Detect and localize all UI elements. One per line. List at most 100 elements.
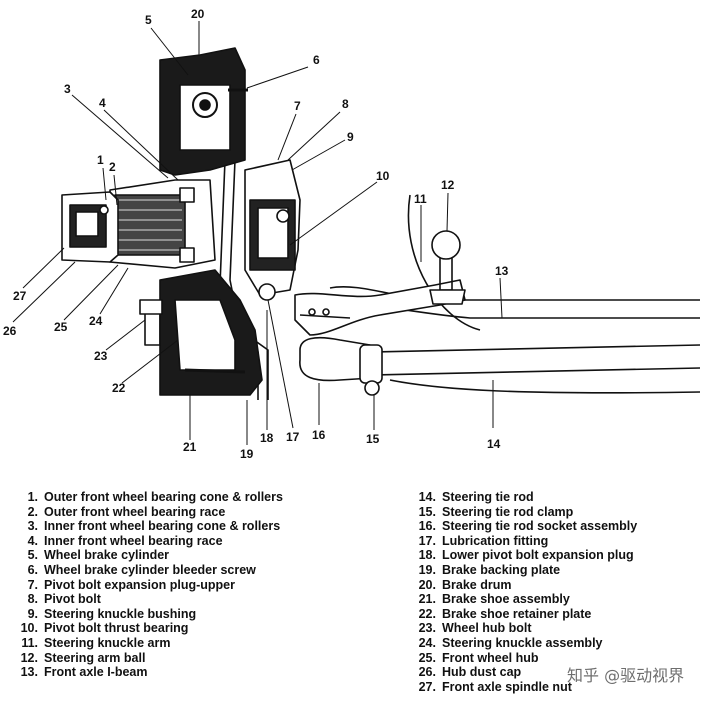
parts-legend-left: 1.Outer front wheel bearing cone & rolle… (14, 490, 283, 680)
legend-text: Outer front wheel bearing race (44, 504, 226, 519)
callout-10: 10 (376, 169, 390, 183)
callout-17: 17 (286, 430, 300, 444)
legend-number: 16. (418, 519, 436, 534)
legend-item: 14. Steering tie rod (412, 490, 637, 505)
legend-number: 19. (418, 562, 436, 577)
callout-8: 8 (342, 97, 349, 111)
callout-21: 21 (183, 440, 197, 454)
legend-item: 7. Pivot bolt expansion plug-upper (14, 578, 283, 593)
legend-item: 19. Brake backing plate (412, 563, 637, 578)
legend-text: Inner front wheel bearing cone & rollers (44, 519, 281, 534)
wheel-assembly-diagram: 1 2 3 4 5 6 7 8 9 10 11 12 13 14 15 16 1… (3, 7, 701, 461)
callout-24: 24 (89, 314, 103, 328)
legend-text: Front axle I-beam (44, 665, 148, 680)
callout-20: 20 (191, 7, 205, 21)
legend-number: 20. (418, 577, 436, 592)
legend-item: 2. Outer front wheel bearing race (14, 505, 283, 520)
legend-number: 17. (418, 533, 436, 548)
legend-number: 1. (27, 490, 38, 504)
legend-text: Steering knuckle assembly (442, 635, 603, 650)
callout-15: 15 (366, 432, 380, 446)
callout-16: 16 (312, 428, 326, 442)
legend-text: Hub dust cap (442, 665, 522, 680)
legend-number: 4. (27, 533, 38, 548)
legend-text: Lubrication fitting (442, 533, 549, 548)
wheel-hub-bolt (139, 299, 163, 346)
legend-text: Steering knuckle bushing (44, 606, 197, 621)
tie-rod-socket (299, 336, 383, 396)
callout-1: 1 (97, 153, 104, 167)
callout-11: 11 (414, 192, 427, 206)
legend-text: Brake shoe retainer plate (442, 606, 592, 621)
callout-25: 25 (54, 320, 68, 334)
legend-item: 22. Brake shoe retainer plate (412, 607, 637, 622)
legend-number: 25. (418, 650, 436, 665)
legend-item: 4. Inner front wheel bearing race (14, 534, 283, 549)
legend-number: 11. (21, 635, 38, 650)
callout-2: 2 (109, 160, 116, 174)
brake-drum-lower (159, 269, 263, 396)
legend-item: 21. Brake shoe assembly (412, 592, 637, 607)
legend-number: 2. (27, 504, 38, 519)
legend-number: 5. (27, 548, 38, 563)
callout-26: 26 (3, 324, 17, 338)
legend-item: 25. Front wheel hub (412, 651, 637, 666)
legend-number: 21. (418, 592, 436, 607)
legend-item: 23. Wheel hub bolt (412, 621, 637, 636)
legend-text: Lower pivot bolt expansion plug (442, 548, 634, 563)
callout-5: 5 (145, 13, 152, 27)
legend-number: 23. (418, 621, 436, 636)
front-wheel-hub (109, 179, 216, 269)
legend-text: Front axle spindle nut (442, 679, 572, 694)
watermark: 知乎 @驱动视界 (567, 666, 685, 685)
legend-number: 3. (27, 519, 38, 534)
parts-legend-right: 14. Steering tie rod 15. Steering tie rod … (412, 490, 638, 694)
legend-text: Steering tie rod clamp (442, 504, 574, 519)
legend-number: 14. (418, 490, 436, 504)
legend-item: 1.Outer front wheel bearing cone & rolle… (14, 490, 283, 505)
legend-number: 27. (418, 679, 436, 694)
steering-knuckle-arm (294, 279, 466, 336)
legend-number: 18. (418, 548, 436, 563)
callout-6: 6 (313, 53, 320, 67)
legend-item: 8.Pivot bolt (14, 592, 283, 607)
legend-number: 10. (20, 621, 38, 636)
callout-14: 14 (487, 437, 501, 451)
callout-22: 22 (112, 381, 126, 395)
legend-item: 16. Steering tie rod socket assembly (412, 519, 638, 534)
legend-text: Pivot bolt expansion plug-upper (44, 577, 235, 592)
legend-text: Front wheel hub (442, 650, 539, 665)
legend-number: 22. (418, 606, 436, 621)
legend-number: 7. (27, 577, 38, 592)
legend-item: 5. Wheel brake cylinder (14, 548, 283, 563)
legend-item: 26. Hub dust cap (412, 665, 637, 680)
steering-knuckle-assembly (244, 159, 301, 301)
legend-item: 13.Front axle I-beam (14, 665, 283, 680)
callout-13: 13 (495, 264, 509, 278)
legend-item: 6.Wheel brake cylinder bleeder screw (14, 563, 283, 578)
brake-drum-upper (159, 47, 248, 176)
legend-text: Inner front wheel bearing race (44, 533, 223, 548)
legend-text: Brake shoe assembly (442, 592, 570, 607)
callout-19: 19 (240, 447, 254, 461)
leader-lines (12, 21, 503, 445)
legend-text: Wheel brake cylinder (44, 548, 170, 563)
callout-27: 27 (13, 289, 27, 303)
legend-item: 11. Steering knuckle arm (14, 636, 283, 651)
legend-number: 26. (418, 665, 436, 680)
legend-number: 15. (418, 504, 436, 519)
legend-item: 3. Inner front wheel bearing cone & rolle… (14, 519, 283, 534)
legend-text: Steering tie rod (442, 490, 534, 504)
legend-number: 9. (27, 606, 38, 621)
callout-23: 23 (94, 349, 108, 363)
legend-text: Brake backing plate (442, 562, 561, 577)
callout-7: 7 (294, 99, 301, 113)
legend-text: Steering tie rod socket assembly (442, 519, 638, 534)
legend-text: Steering knuckle arm (44, 635, 171, 650)
callout-9: 9 (347, 130, 354, 144)
callout-12: 12 (441, 178, 455, 192)
legend-item: 18. Lower pivot bolt expansion plug (412, 548, 637, 563)
legend-number: 6. (27, 562, 38, 577)
steering-arm-ball (429, 230, 466, 305)
legend-text: Wheel hub bolt (442, 621, 532, 636)
